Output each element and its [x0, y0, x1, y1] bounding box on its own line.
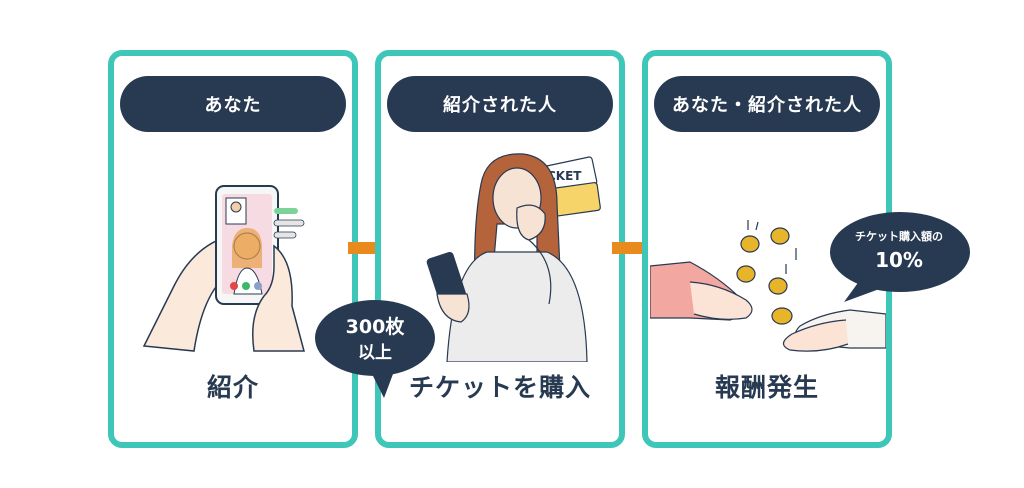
min-tickets-suffix: 以上: [358, 343, 392, 363]
phone-hands-illustration: [142, 185, 305, 352]
reward-rate-label: チケット購入額の: [855, 230, 943, 243]
reward-rate-value: 10%: [875, 248, 923, 272]
ticket-text: CKET: [547, 169, 582, 183]
step-panel-purchase: 紹介された人 CKET チケットを購入: [375, 50, 625, 448]
step-caption-introduce: 紹介: [206, 373, 259, 402]
step-caption-purchase: チケットを購入: [408, 373, 591, 402]
speech-bubble-min-tickets: 300枚 以上: [314, 300, 436, 400]
min-tickets-value: 300枚: [345, 316, 405, 338]
speech-bubble-shape: [315, 300, 435, 398]
step-panel-introduce: あなた 紹介: [108, 50, 358, 448]
coins-hands-illustration: [650, 220, 886, 352]
step-header-referred-person: 紹介された人: [387, 76, 613, 132]
speech-bubble-shape: [830, 212, 970, 302]
woman-phone-illustration: CKET: [426, 153, 601, 362]
step-header-you: あなた: [120, 76, 346, 132]
speech-bubble-reward-rate: チケット購入額の 10%: [826, 210, 972, 310]
step-caption-reward: 報酬発生: [714, 373, 819, 402]
step-header-both: あなた・紹介された人: [654, 76, 880, 132]
